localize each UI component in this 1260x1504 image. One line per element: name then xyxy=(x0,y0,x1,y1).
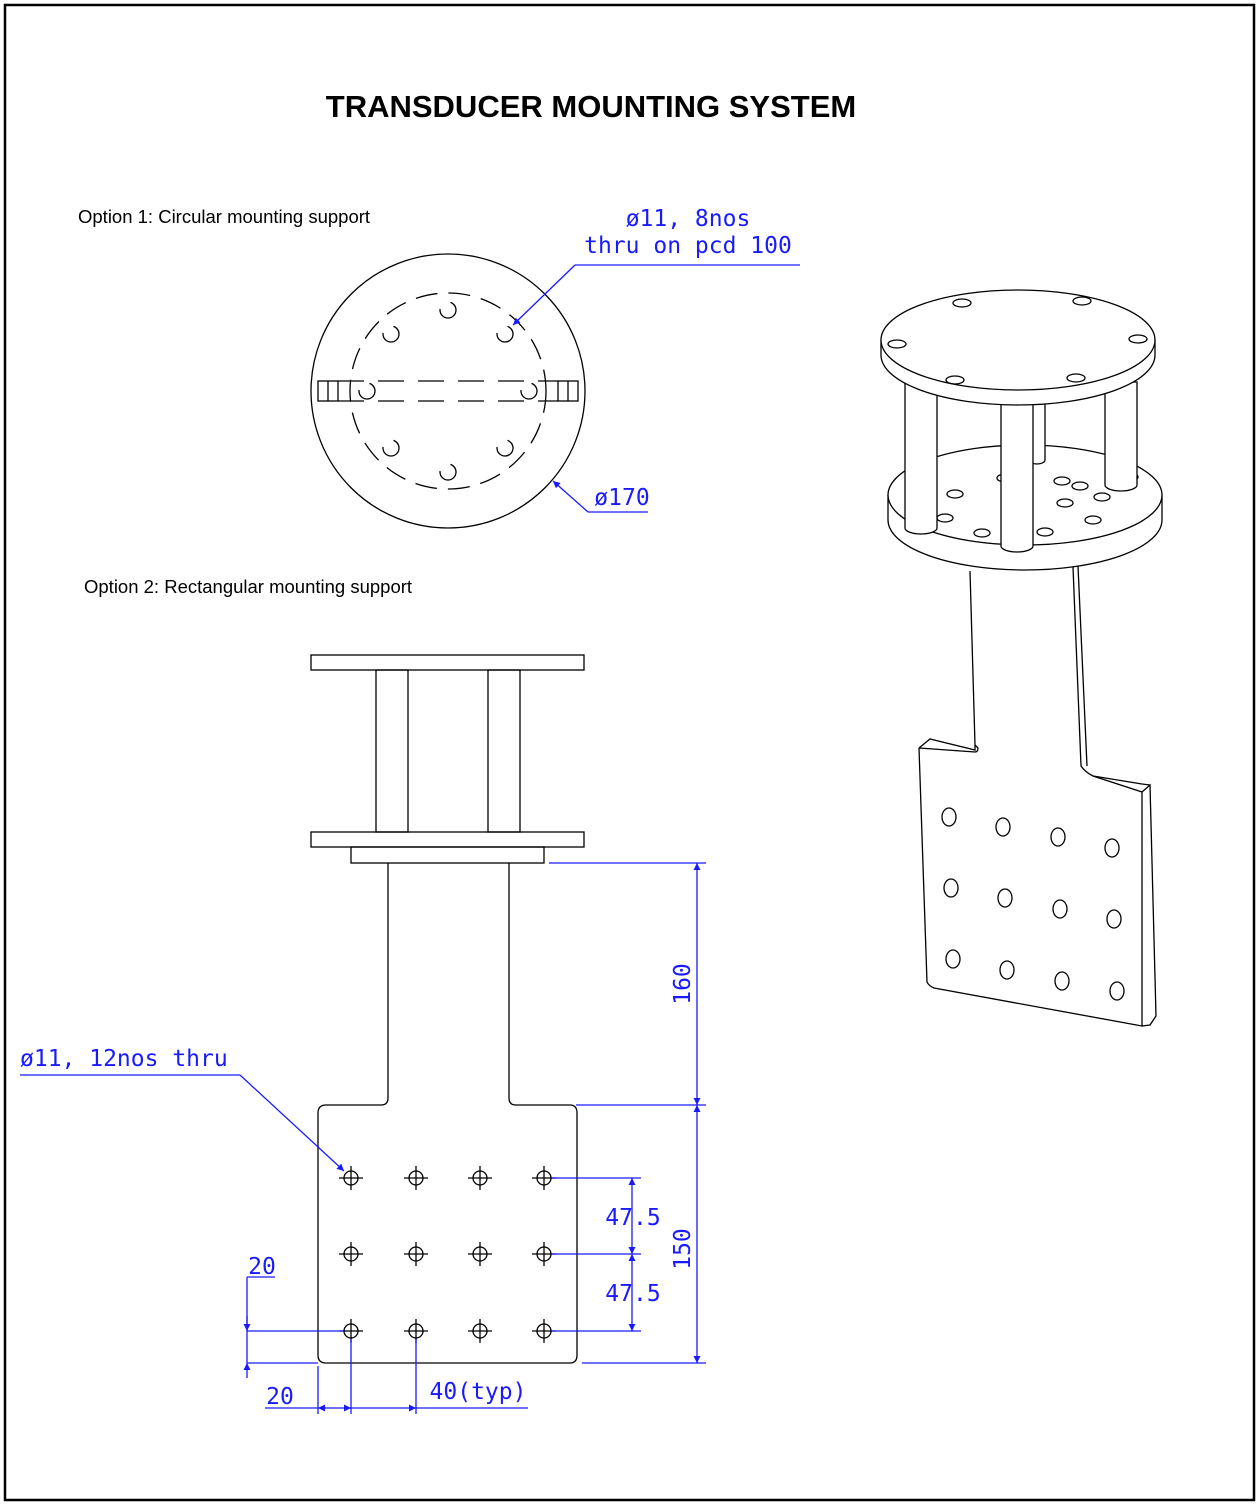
option1-caption: Option 1: Circular mounting support xyxy=(78,206,370,227)
dim-stem-length-label: 160 xyxy=(670,963,696,1005)
hole-note-option1-line1: ø11, 8nos xyxy=(626,206,751,232)
hole-note-option2: ø11, 12nos thru xyxy=(20,1046,228,1072)
hole-note-option1-line2: thru on pcd 100 xyxy=(584,233,792,259)
dim-edge-y-label: 20 xyxy=(248,1254,276,1280)
dim-plate-height xyxy=(582,1105,706,1364)
hole-leader-option2 xyxy=(20,1074,345,1172)
plate-hole-grid xyxy=(339,1166,556,1343)
dim-row-pitch-1-label: 47.5 xyxy=(605,1205,660,1231)
rectangular-support-front-view xyxy=(310,654,585,1364)
page-title: TRANSDUCER MOUNTING SYSTEM xyxy=(326,89,856,124)
dim-edge-y xyxy=(243,1276,343,1378)
sheet-border xyxy=(3,3,1256,1502)
hole-leader-option1 xyxy=(512,264,800,326)
dim-row-pitch xyxy=(552,1177,641,1332)
option2-caption: Option 2: Rectangular mounting support xyxy=(84,576,412,597)
dim-stem-length xyxy=(549,862,706,1106)
dim-edge-x-label: 20 xyxy=(266,1384,294,1410)
dim-row-pitch-2-label: 47.5 xyxy=(605,1281,660,1307)
dim-edge-x-and-pitch xyxy=(265,1339,528,1414)
isometric-view xyxy=(880,289,1163,1027)
dim-plate-height-label: 150 xyxy=(670,1228,696,1270)
dim-col-pitch-label: 40(typ) xyxy=(430,1379,527,1405)
diameter-leader-option1 xyxy=(552,480,648,513)
diameter-label-option1: ø170 xyxy=(594,485,649,511)
circular-support-plan-view xyxy=(310,253,586,529)
